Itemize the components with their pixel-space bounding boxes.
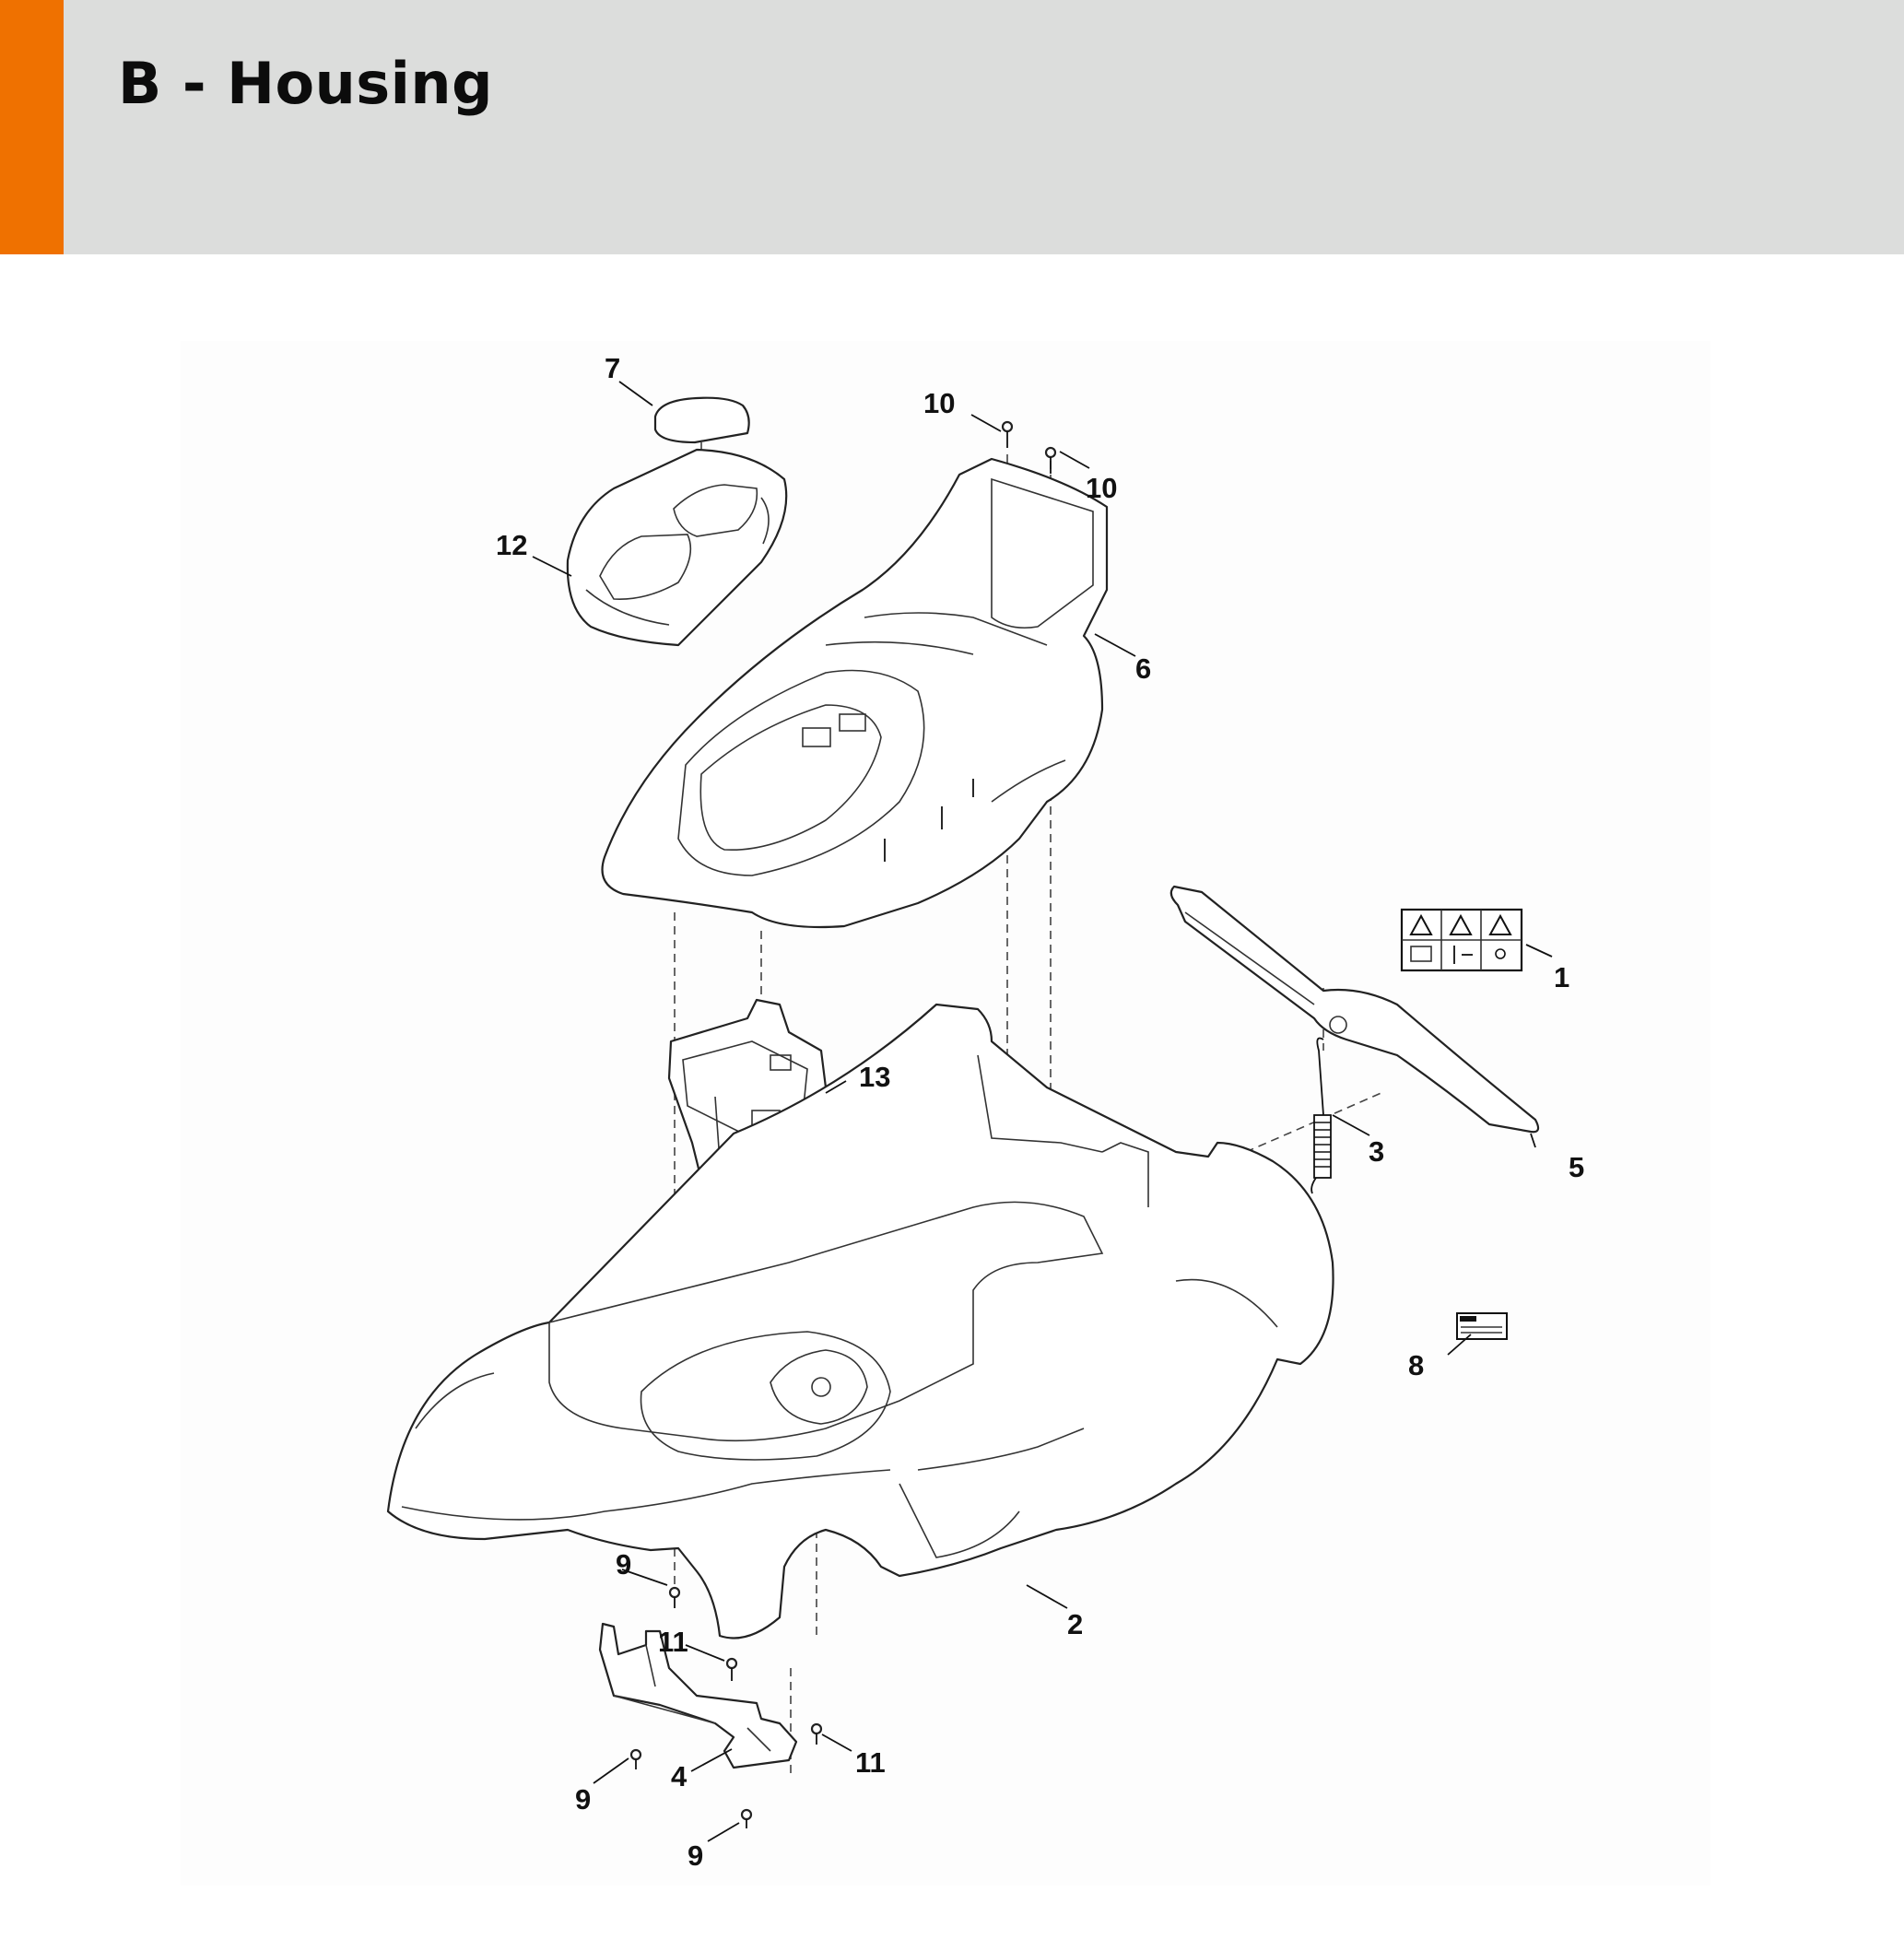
callout-11a: 11 <box>658 1626 688 1658</box>
part-6-upper-housing <box>601 457 1109 929</box>
callout-1: 1 <box>1554 961 1569 993</box>
part-7-cover-cap <box>653 396 750 444</box>
screw-9c <box>740 1808 753 1828</box>
callout-9c: 9 <box>688 1839 703 1872</box>
callout-5: 5 <box>1569 1151 1584 1183</box>
callout-3: 3 <box>1369 1135 1384 1168</box>
callout-7: 7 <box>605 352 620 384</box>
callout-labels: 7 10 10 12 6 1 13 3 5 8 9 2 11 11 9 4 9 <box>496 352 1584 1872</box>
callout-10b: 10 <box>1086 472 1117 504</box>
callout-12: 12 <box>496 529 527 561</box>
part-12-top-cover <box>566 448 788 647</box>
screw-9b <box>629 1748 642 1769</box>
page-title: B - Housing <box>118 50 493 117</box>
part-3-tension-spring <box>1310 1037 1332 1194</box>
callout-2: 2 <box>1067 1608 1083 1640</box>
part-5-flap <box>1169 885 1540 1134</box>
screws <box>629 420 1057 1828</box>
exploded-parts-diagram: 7 10 10 12 6 1 13 3 5 8 9 2 11 11 9 4 9 <box>181 341 1710 1886</box>
part-8-rating-plate <box>1456 1312 1508 1340</box>
diagram-canvas: 7 10 10 12 6 1 13 3 5 8 9 2 11 11 9 4 9 <box>386 352 1584 1872</box>
screw-11a <box>725 1657 738 1681</box>
callout-13: 13 <box>859 1061 890 1093</box>
part-2-lower-housing <box>386 1003 1334 1639</box>
callout-6: 6 <box>1135 652 1151 685</box>
callout-leaders <box>532 381 1553 1842</box>
screw-10a <box>1001 420 1014 448</box>
part-1-warning-labels <box>1400 908 1523 972</box>
callout-9a: 9 <box>616 1548 631 1581</box>
header-accent-bar <box>0 0 64 254</box>
part-4-axle-bracket <box>598 1622 798 1769</box>
callout-9b: 9 <box>575 1783 591 1816</box>
screw-11b <box>810 1722 823 1745</box>
page-header: B - Housing <box>0 0 1904 254</box>
callout-11b: 11 <box>855 1746 886 1779</box>
callout-4: 4 <box>671 1760 688 1792</box>
callout-10a: 10 <box>923 387 955 419</box>
callout-8: 8 <box>1408 1349 1424 1381</box>
screw-10b <box>1044 446 1057 474</box>
screw-9a <box>668 1586 681 1608</box>
